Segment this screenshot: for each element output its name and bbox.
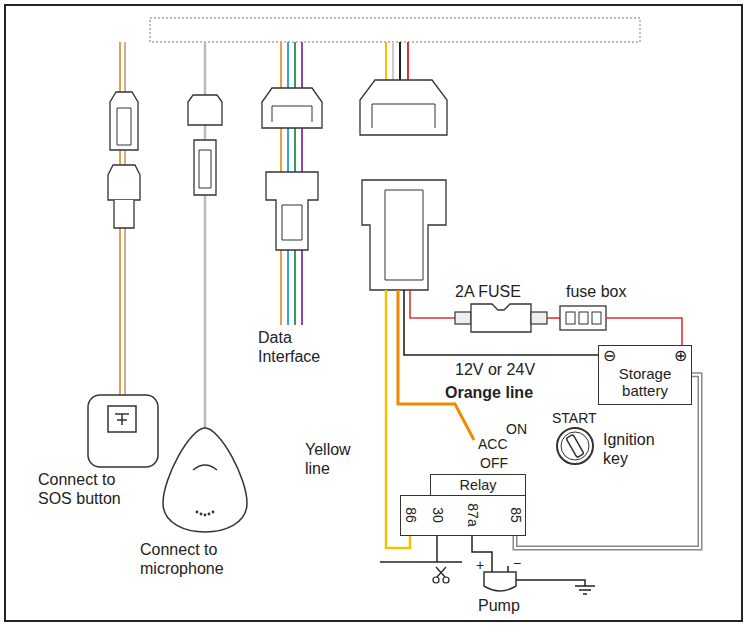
sos-button bbox=[88, 395, 158, 467]
wire-label: Connect to SOS button bbox=[38, 470, 133, 508]
microphone-hole bbox=[212, 511, 215, 514]
wire-label: fuse box bbox=[566, 282, 626, 301]
device-outline bbox=[150, 18, 640, 42]
ignition-key-ring bbox=[561, 432, 589, 460]
pin-number: 85 bbox=[508, 507, 524, 523]
sos-button-face bbox=[108, 406, 136, 432]
microphone-slot bbox=[193, 465, 217, 470]
scissors-symbol bbox=[433, 567, 449, 583]
plug-housing bbox=[108, 165, 140, 200]
scissors-blade bbox=[436, 567, 446, 577]
plug-housing bbox=[262, 88, 322, 128]
relay-wire bbox=[436, 536, 438, 562]
red-wire bbox=[606, 318, 682, 345]
pump-terminal bbox=[507, 566, 509, 572]
fuse-box bbox=[560, 306, 606, 330]
wire-label: Connect to microphone bbox=[140, 540, 240, 578]
relay-pins: 86 30 87a 85 bbox=[400, 495, 526, 536]
battery-box: ⊖⊕Storage battery bbox=[598, 345, 692, 405]
relay-title: Relay bbox=[431, 475, 525, 495]
plug-housing bbox=[194, 140, 216, 195]
microphone-hole bbox=[196, 511, 199, 514]
plug-inner bbox=[282, 205, 302, 240]
wire-label: Yellow line bbox=[305, 440, 363, 478]
fuse-lead bbox=[531, 312, 547, 324]
terminal-row: ⊖⊕ bbox=[603, 347, 687, 365]
wire-label: OFF bbox=[480, 455, 508, 472]
wire-label: − bbox=[513, 555, 521, 572]
wire-label: 2A FUSE bbox=[455, 282, 521, 301]
wire-label: ON bbox=[506, 421, 527, 438]
ignition-key bbox=[557, 428, 593, 464]
pin-number: 30 bbox=[430, 507, 446, 523]
sos-icon bbox=[115, 414, 129, 425]
plug-inner bbox=[272, 106, 312, 122]
pump bbox=[484, 572, 516, 591]
terminal-sign: ⊕ bbox=[674, 347, 687, 365]
frame bbox=[5, 5, 742, 621]
plug-inner bbox=[199, 150, 211, 188]
pin-number: 86 bbox=[403, 507, 419, 523]
plug-housing bbox=[188, 95, 222, 125]
microphone-hole bbox=[200, 513, 203, 516]
wire-label: Ignition key bbox=[603, 430, 667, 468]
cut-wire bbox=[380, 561, 462, 563]
fuse-lead bbox=[455, 312, 471, 324]
plug-inner bbox=[114, 200, 134, 228]
fuse-slot bbox=[566, 312, 575, 324]
plug-inner bbox=[372, 104, 435, 128]
scissors-ring bbox=[433, 577, 439, 583]
relay-box: Relay 86 30 87a 85 bbox=[400, 474, 526, 536]
terminal-sign: ⊖ bbox=[603, 347, 616, 365]
pin-number: 87a bbox=[465, 503, 481, 526]
wire-label: START bbox=[552, 410, 597, 427]
wire-label: Data Interface bbox=[258, 328, 333, 366]
wire-label: Orange line bbox=[445, 383, 533, 402]
plug-inner bbox=[117, 108, 131, 145]
red-wire bbox=[547, 317, 560, 319]
battery-body: Storage battery bbox=[603, 365, 687, 400]
plug-housing bbox=[110, 92, 138, 150]
microphone bbox=[163, 428, 247, 532]
scissors-ring bbox=[443, 577, 449, 583]
relay-head: Relay bbox=[430, 474, 526, 497]
plug-housing bbox=[362, 180, 446, 290]
plug-housing bbox=[360, 80, 447, 135]
microphone-hole bbox=[208, 513, 211, 516]
plug-inner bbox=[385, 190, 423, 280]
fuse-slot bbox=[592, 312, 601, 324]
microphone-holes bbox=[196, 511, 215, 517]
wire-label: ACC bbox=[478, 436, 508, 453]
fuse-slot bbox=[579, 312, 588, 324]
plug-housing bbox=[266, 172, 318, 250]
wire-label: 12V or 24V bbox=[455, 360, 535, 379]
ground-symbol bbox=[516, 580, 595, 594]
wire-label: Pump bbox=[478, 596, 520, 615]
wire-label: + bbox=[476, 557, 484, 574]
red-wire bbox=[410, 290, 455, 318]
microphone-hole bbox=[204, 514, 207, 517]
key-slot bbox=[566, 434, 584, 457]
battery-label: Storage battery bbox=[603, 365, 687, 400]
fuse-holder bbox=[471, 304, 531, 332]
